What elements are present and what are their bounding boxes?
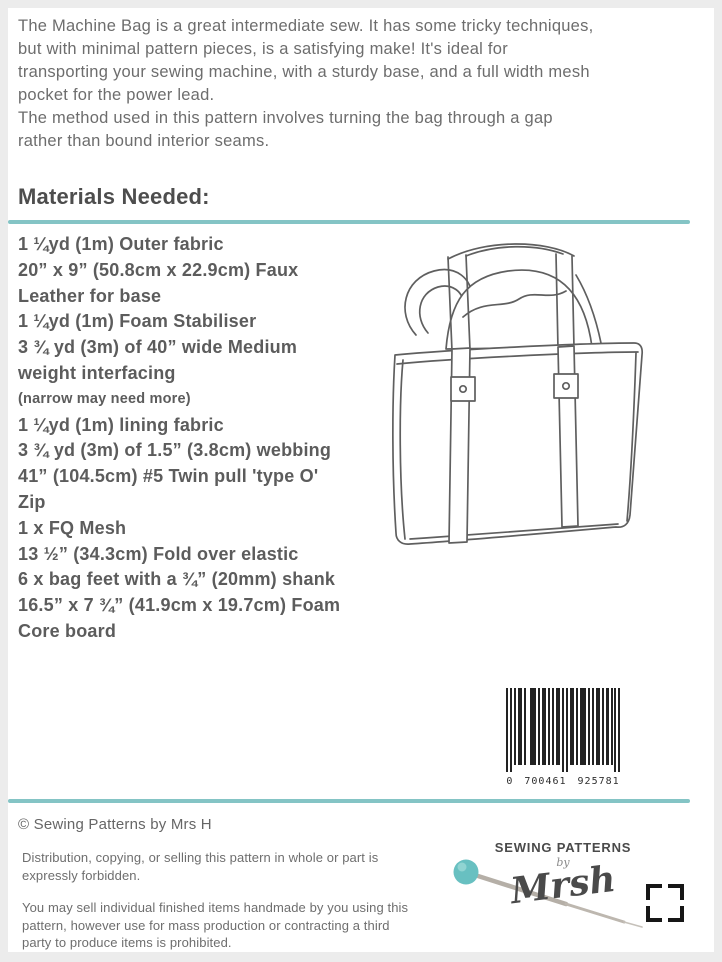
materials-item: 6 x bag feet with a ¾” (20mm) shank <box>18 569 336 590</box>
materials-note: (narrow may need more) <box>18 390 191 407</box>
intro-line: pocket for the power lead. <box>18 86 215 104</box>
legal-paragraph-2: You may sell individual finished items h… <box>22 899 408 952</box>
materials-item: 1 x FQ Mesh <box>18 517 127 538</box>
materials-item: 1 ¼yd (1m) lining fabric <box>18 414 224 435</box>
intro-paragraph: The Machine Bag is a great intermediate … <box>18 15 593 153</box>
materials-item: 1 ¼yd (1m) Foam Stabiliser <box>18 311 257 332</box>
materials-item: 1 ¼yd (1m) Outer fabric <box>18 234 224 254</box>
divider-bottom <box>8 799 690 803</box>
materials-item: 16.5” x 7 ¾” (41.9cm x 19.7cm) Foam <box>18 595 341 616</box>
divider-top <box>8 220 690 224</box>
corner-bottom-left <box>646 906 662 922</box>
brand-logo: SEWING PATTERNS by Mrsh <box>473 840 653 912</box>
corner-brackets-icon[interactable] <box>646 884 684 922</box>
intro-line: but with minimal pattern pieces, is a sa… <box>18 40 508 58</box>
barcode: 0 700461 925781 <box>505 688 621 787</box>
legal-paragraph-1: Distribution, copying, or selling this p… <box>22 849 378 884</box>
intro-line: The Machine Bag is a great intermediate … <box>18 17 594 35</box>
legal-line: Distribution, copying, or selling this p… <box>22 850 379 865</box>
corner-bottom-right <box>668 906 684 922</box>
intro-line: The method used in this pattern involves… <box>18 109 553 127</box>
materials-item: Zip <box>18 491 46 512</box>
materials-item: 13 ½” (34.3cm) Fold over elastic <box>18 543 299 564</box>
copyright-line: © Sewing Patterns by Mrs H <box>18 816 212 833</box>
legal-line: party to produce items is prohibited. <box>22 935 232 950</box>
materials-item: Leather for base <box>18 285 162 306</box>
legal-line: expressly forbidden. <box>22 867 141 883</box>
materials-item: weight interfacing <box>18 362 176 383</box>
materials-item: 41” (104.5cm) #5 Twin pull 'type O' <box>18 466 319 487</box>
barcode-number: 0 700461 925781 <box>506 776 620 787</box>
materials-item: 20” x 9” (50.8cm x 22.9cm) Faux <box>18 259 299 280</box>
brand-by: by <box>556 856 570 869</box>
corner-top-right <box>668 884 684 900</box>
materials-item: Core board <box>18 620 117 641</box>
intro-line: rather than bound interior seams. <box>18 132 270 150</box>
materials-item: 3 ¾ yd (3m) of 1.5” (3.8cm) webbing <box>18 440 332 461</box>
brand-name: SEWING PATTERNS <box>494 840 632 855</box>
corner-top-left <box>646 884 662 900</box>
barcode-bars <box>506 688 620 772</box>
materials-item: 3 ¾ yd (3m) of 40” wide Medium <box>18 337 298 358</box>
materials-heading: Materials Needed: <box>18 184 210 209</box>
bag-illustration <box>392 243 644 545</box>
pin-icon <box>453 859 643 928</box>
legal-line: pattern, however use for mass production… <box>22 917 390 933</box>
legal-line: You may sell individual finished items h… <box>22 900 409 915</box>
intro-line: transporting your sewing machine, with a… <box>18 63 590 81</box>
materials-list: 1 ¼yd (1m) Outer fabric 20” x 9” (50.8cm… <box>18 232 340 645</box>
pattern-document-page: The Machine Bag is a great intermediate … <box>8 8 714 952</box>
